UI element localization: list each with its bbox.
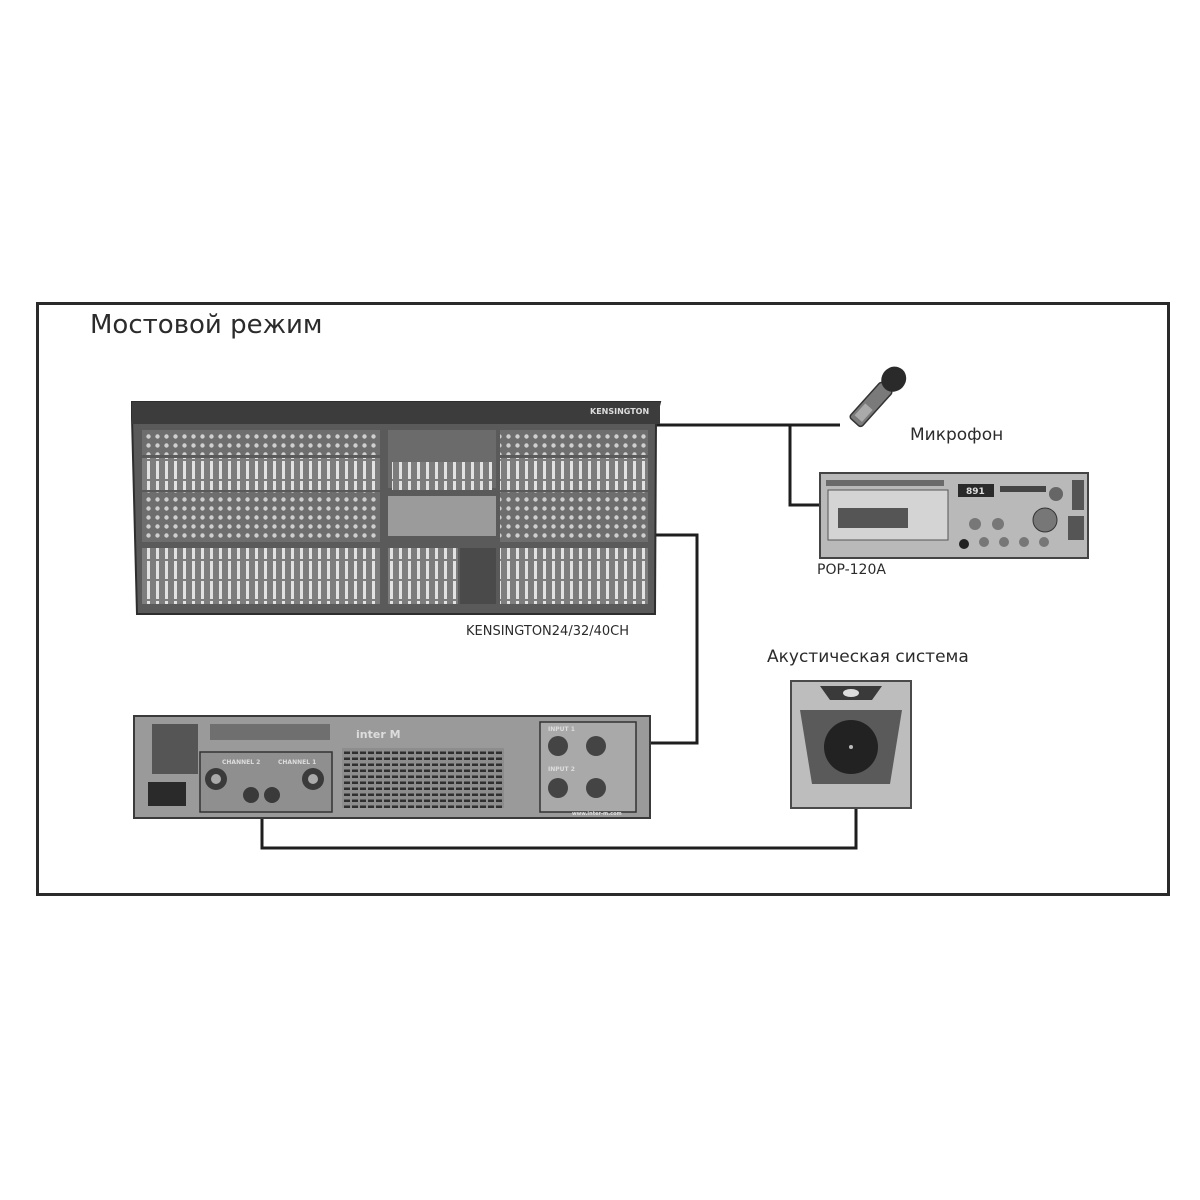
speaker-label: Акустическая система [767,647,969,667]
microphone-icon [849,366,907,428]
diagram-title: Мостовой режим [90,310,323,340]
player-label: POP-120A [817,562,886,578]
player-display: 891 [966,487,985,497]
amp-ch2-label: CHANNEL 2 [222,759,260,766]
cable-mixer-to-player [788,425,822,507]
mixer-brand: KENSINGTON [590,407,649,416]
amp-ch1-label: CHANNEL 1 [278,759,316,766]
amplifier: CHANNEL 2 CHANNEL 1 inter M INPUT 1 INPU… [133,715,651,819]
mixer: KENSINGTON [131,401,662,615]
microphone-label: Микрофон [910,425,1004,445]
speaker [790,680,912,809]
amp-website: www.inter-m.com [572,811,622,817]
player: 891 [819,472,1089,559]
amp-brand: inter M [356,728,401,741]
mixer-label: KENSINGTON24/32/40CH [466,624,630,639]
diagram-frame [36,302,1170,896]
amp-input1-label: INPUT 1 [548,726,575,733]
amp-input2-label: INPUT 2 [548,766,575,773]
